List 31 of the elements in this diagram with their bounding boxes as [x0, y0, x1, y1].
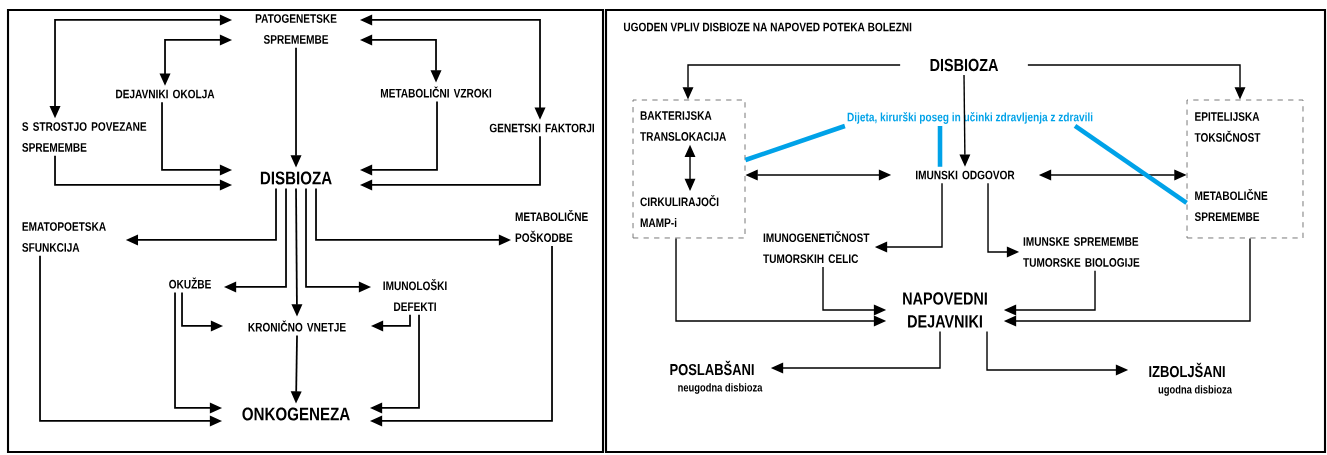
connector-line [1073, 124, 1188, 205]
node-label: IMUNOGENETIČNOST TUMORSKIH CELIC [763, 230, 870, 263]
node-label: IZBOLJŠANI [1149, 362, 1225, 378]
caption-text: neugodna disbioza [678, 383, 763, 394]
node-label: IMUNSKI ODGOVOR [916, 170, 1015, 180]
node-label: IMUNOLOŠKI DEFEKTI [383, 279, 447, 311]
node-label: ONKOGENEZA [242, 407, 350, 421]
node-label: BAKTERIJSKA TRANSLOKACIJA [640, 111, 727, 141]
connector-line [937, 126, 943, 167]
node-label: PATOGENETSKE SPREMEMBE [255, 14, 337, 44]
node-label: POSLABŠANI [670, 360, 754, 376]
heading-text: UGODEN VPLIV DISBIOZE NA NAPOVED POTEKA BOLEZNI [623, 22, 912, 32]
connector-line [744, 123, 846, 163]
node-label: METABOLIČNE POŠKODBE [515, 209, 588, 242]
node-label: NAPOVEDNI DEJAVNIKI [903, 292, 987, 328]
node-label: EPITELIJSKA TOKSIČNOST [1194, 112, 1261, 142]
node-label: METABOLIČNE SPREMEMBE [1194, 188, 1268, 221]
node-label: DEJAVNIKI OKOLJA [116, 89, 215, 99]
node-label: KRONIČNO VNETJE [248, 320, 346, 332]
node-label: DISBIOZA [930, 58, 999, 72]
dashed-box [1186, 99, 1304, 239]
node-label: EMATOPOETSKA SFUNKCIJA [22, 222, 106, 252]
node-label: DISBIOZA [260, 171, 332, 185]
node-label: IMUNSKE SPREMEMBE TUMORSKE BIOLOGIJE [1023, 237, 1140, 267]
node-label: GENETSKI FAKTORJI [489, 123, 594, 133]
node-label: S STROSTJO POVEZANE SPREMEMBE [22, 122, 147, 152]
node-label: METABOLIČNI VZROKI [380, 86, 492, 98]
caption-text: ugodna disbioza [1158, 385, 1232, 396]
dashed-box [632, 99, 746, 239]
node-label: OKUŽBE [169, 277, 211, 289]
node-label: CIRKULIRAJOČI MAMP-i [640, 195, 719, 227]
